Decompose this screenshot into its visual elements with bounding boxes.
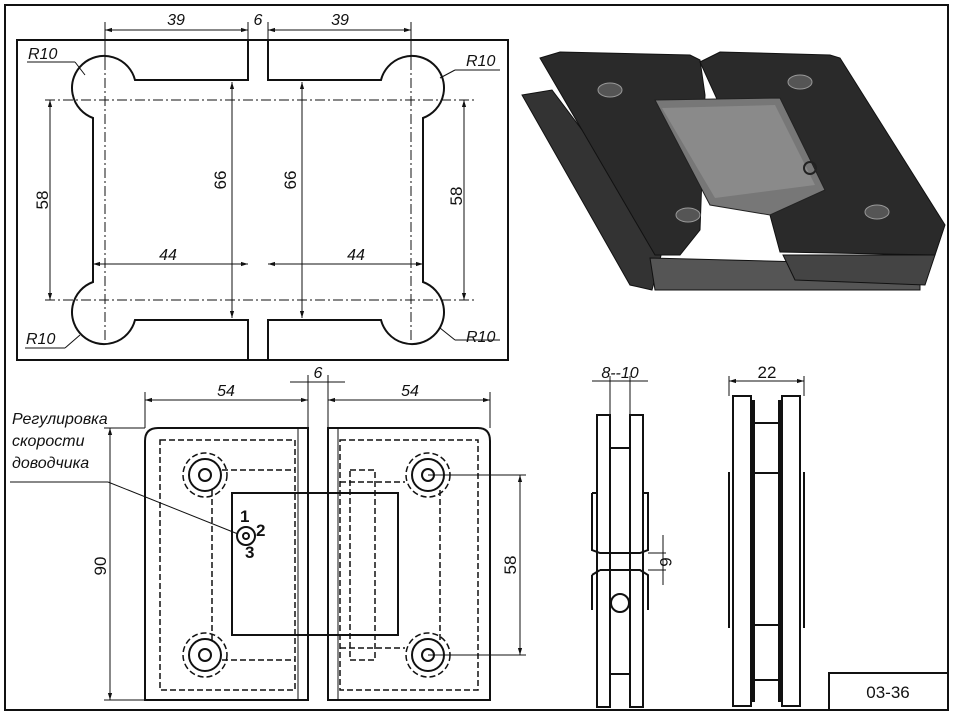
closer-body bbox=[231, 492, 399, 636]
dim-width-left: 54 bbox=[217, 383, 235, 400]
dim-height-outer-right: 58 bbox=[447, 187, 466, 206]
dim-gap: 6 bbox=[314, 365, 323, 382]
glass-cutout-view: 39 6 39 R10 R10 R10 R10 58 66 66 58 44 4… bbox=[16, 12, 509, 361]
dim-width-inner-right: 44 bbox=[347, 247, 365, 264]
annotation-line-1: Регулировка bbox=[12, 411, 108, 428]
sheet-border bbox=[4, 4, 949, 711]
cutout-left bbox=[71, 40, 249, 360]
dim-height-outer-left: 58 bbox=[33, 191, 52, 210]
dial-mark-3: 3 bbox=[245, 543, 254, 562]
radius-label-tl: R10 bbox=[28, 46, 57, 63]
hinge-3d-render bbox=[521, 51, 946, 291]
annotation-line-2: скорости bbox=[12, 433, 85, 450]
dim-glass-thickness: 8--10 bbox=[601, 365, 638, 382]
dim-screw-spacing: 58 bbox=[501, 556, 520, 575]
dial-mark-1: 1 bbox=[240, 507, 249, 526]
dial-mark-2: 2 bbox=[256, 521, 265, 540]
glass-frame bbox=[16, 39, 509, 361]
radius-label-bl: R10 bbox=[26, 331, 55, 348]
right-plate bbox=[327, 427, 491, 701]
dim-gap: 6 bbox=[656, 557, 675, 566]
drawing-code: 03-36 bbox=[866, 683, 909, 702]
radius-label-br: R10 bbox=[466, 329, 495, 346]
cutout-right bbox=[267, 40, 445, 360]
screw-icons bbox=[182, 452, 451, 678]
dim-top-right: 39 bbox=[331, 12, 349, 29]
speed-adjust-dial-icon bbox=[236, 526, 256, 546]
side-view-glass: 8--10 6 bbox=[591, 365, 675, 708]
title-block bbox=[828, 672, 949, 711]
dim-height-inner-left: 66 bbox=[211, 171, 230, 190]
dim-gap: 6 bbox=[254, 12, 263, 29]
radius-label-tr: R10 bbox=[466, 53, 495, 70]
dim-width-inner-left: 44 bbox=[159, 247, 177, 264]
side-view-profile: 22 bbox=[728, 363, 805, 707]
left-plate bbox=[144, 427, 309, 701]
dim-total-thickness: 22 bbox=[758, 363, 777, 382]
hinge-front-view: 1 2 3 Регулировка скорости доводчика 54 … bbox=[10, 365, 526, 701]
annotation-line-3: доводчика bbox=[12, 455, 89, 472]
dim-width-right: 54 bbox=[401, 383, 419, 400]
annotation-leader bbox=[107, 481, 239, 535]
dim-top-left: 39 bbox=[167, 12, 185, 29]
dim-height: 90 bbox=[91, 557, 110, 576]
dim-height-inner-right: 66 bbox=[281, 171, 300, 190]
